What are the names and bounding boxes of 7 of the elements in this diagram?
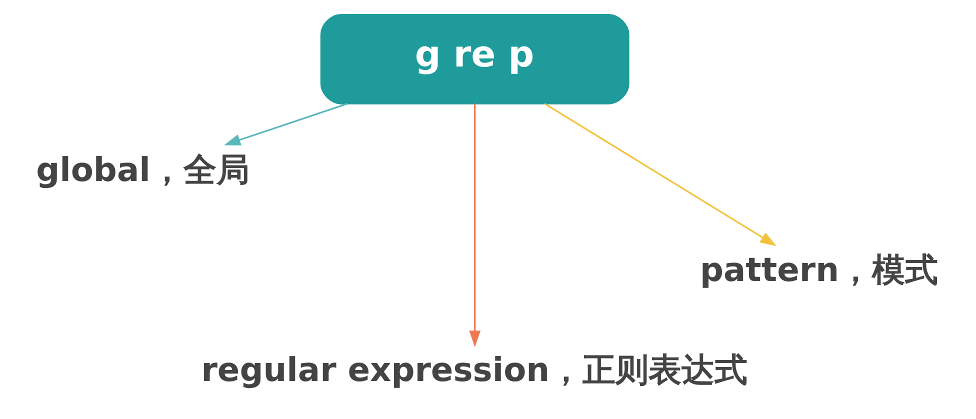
node-text: global，全局: [36, 150, 250, 189]
arrow: [544, 102, 777, 246]
arrow: [224, 102, 348, 146]
arrow: [469, 104, 481, 348]
node-text: regular expression，正则表达式: [201, 350, 748, 390]
node-box: g re p: [320, 14, 630, 104]
node-text: pattern，模式: [700, 250, 938, 289]
